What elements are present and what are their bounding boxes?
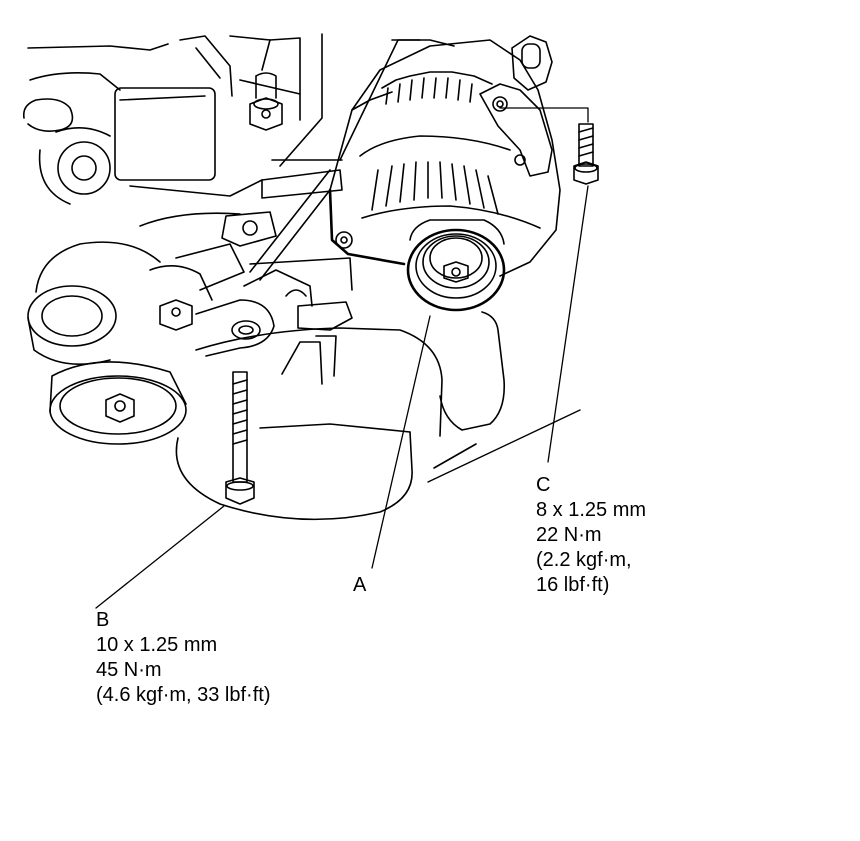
leader-B — [95, 505, 225, 609]
callout-C-bolt-size: 8 x 1.25 mm — [536, 499, 647, 521]
callout-B-torque: 45 N·m — [96, 659, 162, 681]
callout-C: C 8 x 1.25 mm 22 N·m (2.2 kgf·m, 16 lbf·… — [536, 473, 646, 598]
leader-A — [371, 315, 431, 569]
belt-tensioner — [27, 241, 275, 445]
callout-C-torque-alt-2: 16 lbf·ft) — [536, 574, 610, 596]
alternator-A — [328, 35, 561, 312]
bolt-C — [573, 123, 599, 185]
bolt-B — [225, 371, 255, 505]
callout-B-label: B — [96, 609, 110, 631]
callout-leaders — [95, 107, 589, 609]
callout-A-label: A — [353, 574, 367, 596]
callout-A: A — [353, 573, 366, 598]
callout-B: B 10 x 1.25 mm 45 N·m (4.6 kgf·m, 33 lbf… — [96, 608, 271, 708]
callout-C-label: C — [536, 474, 551, 496]
leader-C — [547, 185, 589, 463]
bracket-bolt-top — [239, 72, 301, 131]
callout-B-bolt-size: 10 x 1.25 mm — [96, 634, 218, 656]
upper-engine-bracket — [22, 33, 323, 205]
callout-C-torque-alt-1: (2.2 kgf·m, — [536, 549, 632, 571]
callout-C-torque: 22 N·m — [536, 524, 602, 546]
engine-block-lower — [175, 257, 581, 521]
leader-C-bracket — [499, 107, 589, 123]
callout-B-torque-alt: (4.6 kgf·m, 33 lbf·ft) — [96, 684, 271, 706]
